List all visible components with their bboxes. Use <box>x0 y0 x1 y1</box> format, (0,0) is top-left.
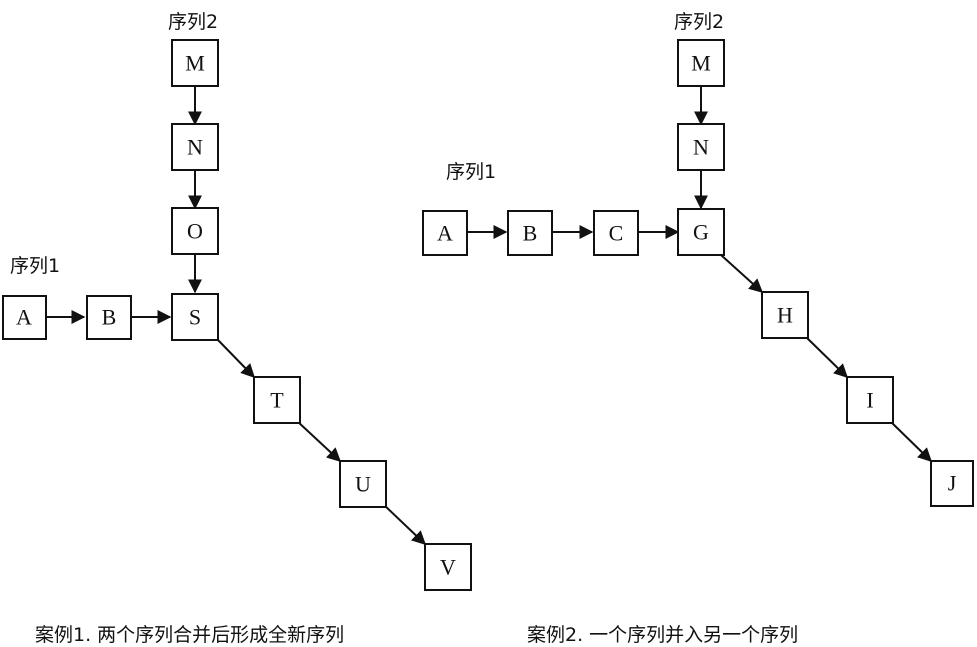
node-label: A <box>16 305 32 330</box>
edge-t-u <box>296 420 342 462</box>
node-label: C <box>609 221 624 246</box>
node-label: N <box>693 135 709 160</box>
node: A <box>422 210 468 256</box>
node-label: S <box>189 305 201 330</box>
node: S <box>171 293 219 341</box>
edge-u-v <box>382 503 427 545</box>
node: O <box>171 207 219 255</box>
node-label: M <box>691 51 711 76</box>
node-label: O <box>187 219 203 244</box>
node-label: G <box>693 220 709 245</box>
sequence-1-label: 序列1 <box>446 161 496 183</box>
edge-g-h <box>720 254 764 293</box>
diagram-case-1: M N O A B S T U <box>2 11 472 646</box>
node: J <box>930 460 974 507</box>
node: T <box>253 376 301 424</box>
node: H <box>761 291 809 339</box>
node: V <box>424 543 472 591</box>
node: N <box>677 123 725 171</box>
sequence-2-label: 序列2 <box>674 11 724 33</box>
node: N <box>171 123 219 171</box>
node: M <box>171 39 219 87</box>
node: G <box>677 208 725 256</box>
node: A <box>2 295 47 340</box>
node: B <box>507 210 553 256</box>
edge-s-t <box>217 339 255 379</box>
node-label: I <box>866 388 873 413</box>
node-label: U <box>355 472 371 497</box>
node-label: A <box>437 221 453 246</box>
node: C <box>593 210 639 256</box>
sequence-1-label: 序列1 <box>10 255 60 277</box>
node: B <box>86 295 132 340</box>
node-label: J <box>948 471 957 496</box>
caption-case-2: 案例2. 一个序列并入另一个序列 <box>527 624 798 646</box>
node-label: B <box>523 221 538 246</box>
node: M <box>677 39 725 87</box>
node-label: N <box>187 135 203 160</box>
node-label: V <box>440 555 456 580</box>
caption-case-1: 案例1. 两个序列合并后形成全新序列 <box>35 624 344 646</box>
node: I <box>846 376 894 424</box>
node-label: H <box>777 303 793 328</box>
sequence-2-label: 序列2 <box>168 11 218 33</box>
edge-h-i <box>805 336 849 378</box>
node-label: B <box>102 305 117 330</box>
node-label: T <box>270 388 284 413</box>
diagram-case-2: M N A B C G H I <box>422 11 974 646</box>
node-label: M <box>185 51 205 76</box>
node: U <box>339 460 387 508</box>
edge-i-j <box>889 420 933 462</box>
